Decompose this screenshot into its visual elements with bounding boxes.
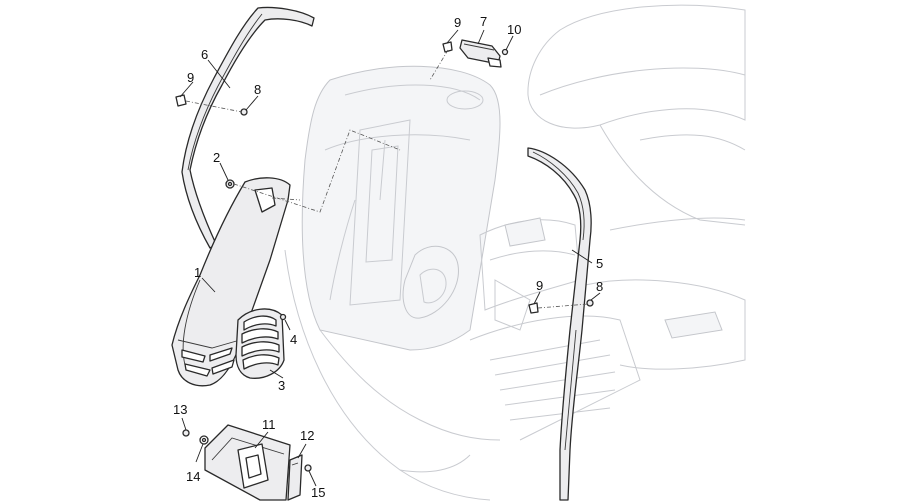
scooter-body-outline [284,4,746,501]
callout-14: 14 [186,469,200,484]
part-12-support [287,454,303,501]
part-1-side-cover [171,177,291,387]
callout-10: 10 [507,22,521,37]
callout-labels: 6 9 8 2 1 4 3 9 7 10 5 9 8 13 11 12 14 1… [173,14,603,500]
part-6-shield-trim [181,6,315,249]
callout-11: 11 [262,417,276,432]
callout-1: 1 [194,265,201,280]
part-7-bracket [459,39,502,68]
callout-7: 7 [480,14,487,29]
callout-15: 15 [311,485,325,500]
callout-13: 13 [173,402,187,417]
callout-3: 3 [278,378,285,393]
callout-9-left: 9 [187,70,194,85]
callout-8-left: 8 [254,82,261,97]
callout-2: 2 [213,150,220,165]
callout-4: 4 [290,332,297,347]
callout-6: 6 [201,47,208,62]
callout-8-right: 8 [596,279,603,294]
fasteners [175,41,594,472]
callout-5: 5 [596,256,603,271]
callout-12: 12 [300,428,314,443]
callout-9-right: 9 [536,278,543,293]
part-5-right-trim [527,147,592,501]
part-3-grille [235,308,285,379]
callout-9-top: 9 [454,15,461,30]
leader-lines [179,29,601,487]
part-11-plate-holder [204,424,291,501]
assembly-lines [185,49,589,309]
